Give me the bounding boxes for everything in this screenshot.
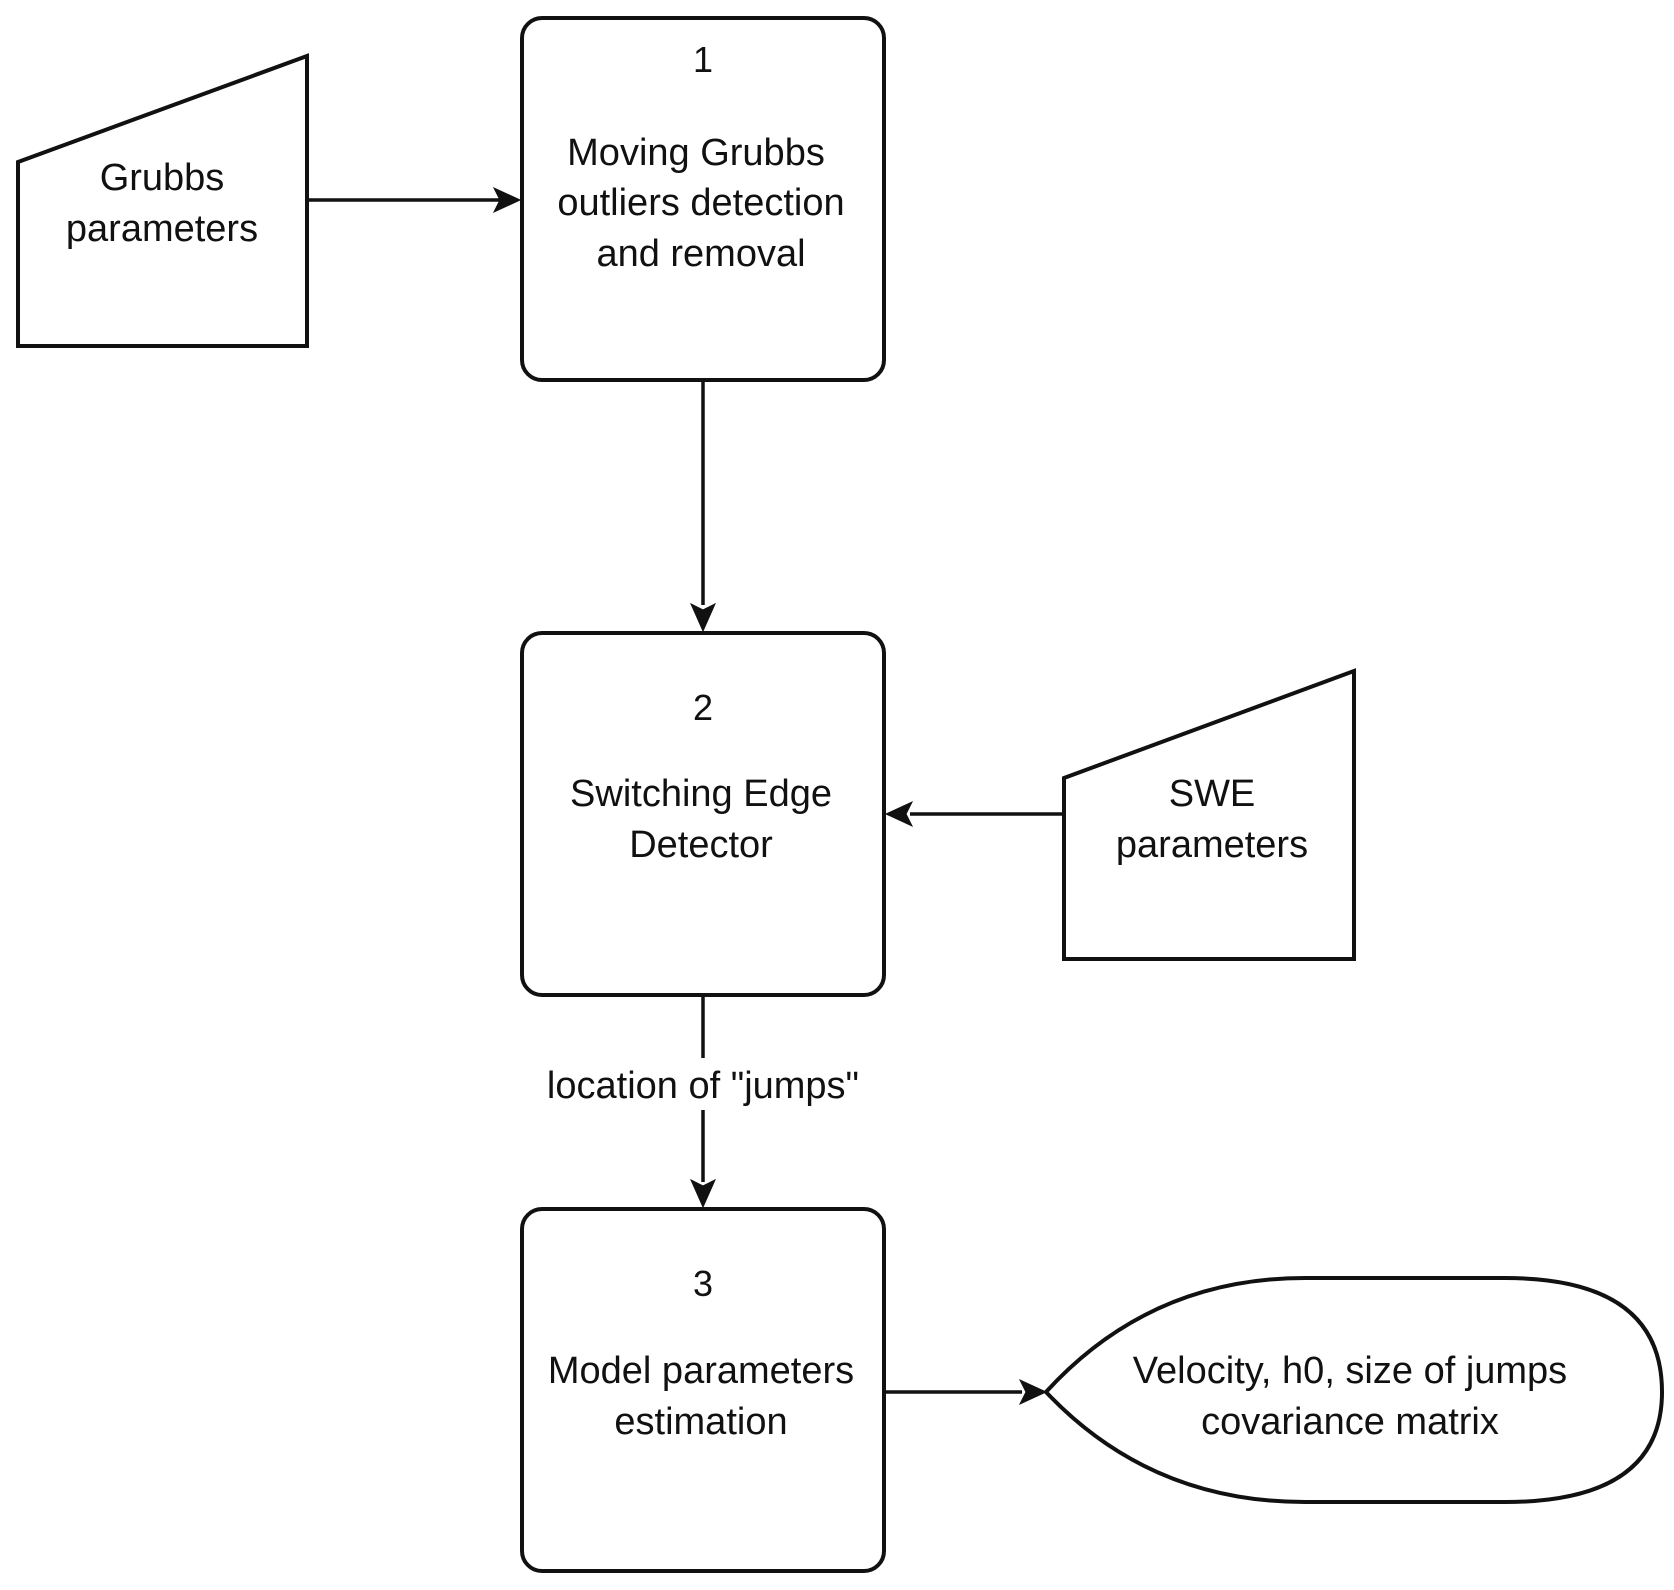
process-box-2: 2 Switching Edge Detector — [520, 631, 886, 997]
arrowhead-box3-to-output — [1018, 1378, 1048, 1406]
process-box-1-line-1: Moving Grubbs — [567, 132, 825, 174]
arrowhead-box1-to-box2 — [689, 602, 717, 633]
process-box-1-line-2: outliers detection — [557, 182, 844, 224]
arrowhead-grubbs-to-box1 — [492, 186, 522, 214]
process-box-1-number: 1 — [693, 39, 713, 80]
input-grubbs-line-2: parameters — [66, 208, 258, 250]
process-box-1-line-3: and removal — [596, 233, 805, 275]
process-box-2-number: 2 — [693, 687, 713, 728]
input-grubbs-line-1: Grubbs — [100, 157, 225, 199]
arrowhead-box2-to-box3 — [689, 1178, 717, 1209]
process-box-3-number: 3 — [693, 1263, 713, 1304]
process-box-1: 1 Moving Grubbs outliers detection and r… — [520, 16, 886, 382]
input-swe-parameters: SWE parameters — [1062, 668, 1356, 961]
input-swe-line-1: SWE — [1169, 773, 1256, 815]
process-box-3: 3 Model parameters estimation — [520, 1207, 886, 1573]
input-swe-line-2: parameters — [1116, 824, 1308, 866]
output-line-2: covariance matrix — [1201, 1401, 1499, 1443]
output-line-1: Velocity, h0, size of jumps — [1133, 1350, 1567, 1392]
edge-label-jumps-text: location of "jumps" — [547, 1065, 859, 1107]
edge-label-jumps: location of "jumps" — [515, 1058, 891, 1110]
arrowhead-swe-to-box2 — [884, 800, 914, 828]
input-grubbs-parameters: Grubbs parameters — [16, 53, 309, 348]
output-display: Velocity, h0, size of jumps covariance m… — [1043, 1276, 1665, 1504]
process-box-3-line-1: Model parameters — [548, 1350, 854, 1392]
process-box-2-line-2: Detector — [629, 824, 773, 866]
process-box-2-line-1: Switching Edge — [570, 773, 832, 815]
process-box-3-line-2: estimation — [614, 1401, 787, 1443]
